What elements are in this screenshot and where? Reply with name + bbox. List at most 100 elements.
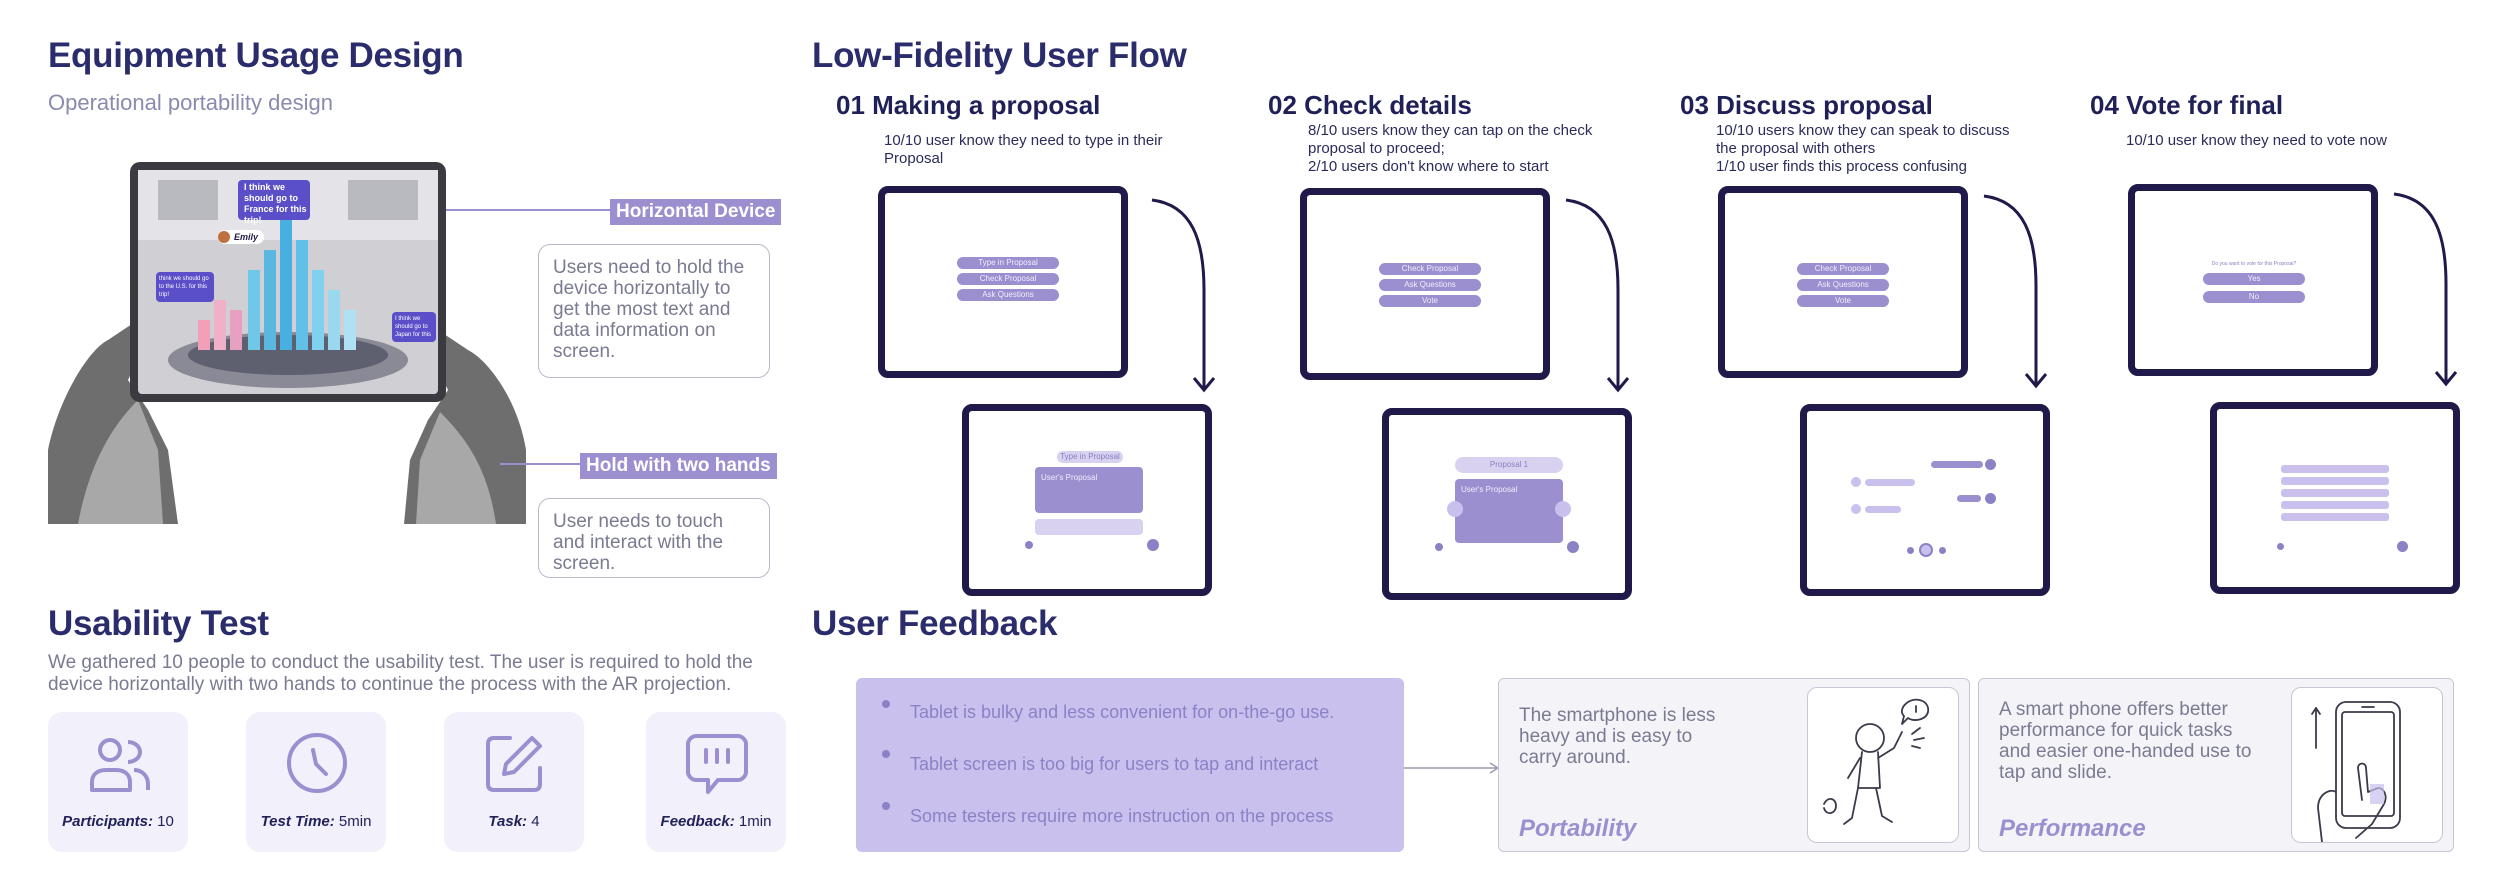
bullet [882, 700, 890, 708]
step-2-desc: 8/10 users know they can tap on the chec… [1308, 122, 1593, 175]
chat-bubble-left [1865, 479, 1915, 486]
status-dot [1435, 543, 1443, 551]
step-3-title: 03 Discuss proposal [1680, 90, 1933, 120]
avatar [1851, 477, 1861, 487]
card-title: Portability [1519, 815, 1637, 842]
stat-value: 4 [531, 813, 540, 830]
note-hands: User needs to touch and interact with th… [538, 498, 770, 578]
clock-icon [287, 733, 347, 793]
proposal-detail-card: User's Proposal [1455, 479, 1563, 543]
check-proposal-button-2[interactable]: Check Proposal [1379, 263, 1481, 275]
chat-bubble-left [1865, 506, 1901, 513]
stat-task: Task: 4 [444, 712, 584, 852]
result-bar [2281, 465, 2389, 473]
chat-bubble-right [1957, 495, 1981, 502]
card-title: Performance [1999, 815, 2146, 842]
stat-test-time: Test Time: 5min [246, 712, 386, 852]
feedback-arrow [1404, 762, 1500, 774]
step-4-desc: 10/10 user know they need to vote now [2126, 132, 2388, 149]
proposal-header: Type in Proposal [1057, 451, 1123, 463]
feedback-list: Tablet is bulky and less convenient for … [856, 678, 1404, 852]
equipment-subtitle: Operational portability design [48, 90, 333, 115]
mic-button[interactable] [1567, 541, 1579, 553]
status-dot [1907, 547, 1914, 554]
mic-button[interactable] [2397, 541, 2408, 552]
callout-lines [446, 209, 612, 465]
step-1-title: 01 Making a proposal [836, 90, 1101, 120]
stat-participants: Participants: 10 [48, 712, 188, 852]
result-bar [2281, 477, 2389, 485]
note-horizontal: Users need to hold the device horizontal… [538, 244, 770, 378]
avatar [1985, 459, 1996, 470]
photo-bubble-2: think we should go to the U.S. for this … [159, 276, 209, 298]
mic-button[interactable] [1147, 539, 1159, 551]
chat-bubble-right [1931, 461, 1983, 468]
step-2-title: 02 Check details [1268, 90, 1472, 120]
check-proposal-button-3[interactable]: Check Proposal [1797, 263, 1889, 275]
tag-two-hands: Hold with two hands [580, 453, 777, 479]
stat-label: Feedback: [660, 813, 735, 830]
step-3-screen-bottom [1800, 404, 2050, 596]
avatar [1851, 504, 1861, 514]
stat-value: 10 [157, 813, 174, 830]
flow-arrows [1151, 192, 2458, 393]
feedback-item: Tablet screen is too big for users to ta… [910, 754, 1319, 774]
edit-icon [486, 736, 542, 792]
vote-button-2[interactable]: Vote [1379, 295, 1481, 307]
step-2-screen-top: Check Proposal Ask Questions Vote [1300, 188, 1550, 380]
usability-title: Usability Test [48, 604, 269, 643]
phone-in-hand-illustration [2291, 687, 2443, 843]
ask-questions-button-2[interactable]: Ask Questions [1379, 279, 1481, 291]
ask-questions-button-3[interactable]: Ask Questions [1797, 279, 1889, 291]
vote-prompt: Do you want to vote for this Proposal? [2211, 261, 2297, 267]
step-1-desc: 10/10 user know they need to type in the… [884, 132, 1163, 167]
bullet [882, 802, 890, 810]
equipment-title: Equipment Usage Design [48, 36, 464, 75]
result-bar [2281, 489, 2389, 497]
status-dot [2277, 543, 2284, 550]
photo-bubble-1: I think we should go to France for this … [244, 182, 307, 225]
stat-label: Task: [488, 813, 528, 830]
next-arrow[interactable] [1555, 501, 1571, 517]
step-2-screen-bottom: Proposal 1 User's Proposal [1382, 408, 1632, 600]
users-icon [90, 738, 150, 792]
chat-icon [686, 734, 748, 794]
step-4-screen-bottom [2210, 402, 2460, 594]
type-in-proposal-button[interactable]: Type in Proposal [957, 257, 1059, 269]
photo-bubble-name: Emily [234, 232, 259, 242]
avatar [1985, 493, 1996, 504]
stat-feedback: Feedback: 1min [646, 712, 786, 852]
proposal-input[interactable] [1035, 519, 1143, 535]
vote-button-3[interactable]: Vote [1797, 295, 1889, 307]
proposal-card: User's Proposal [1035, 467, 1143, 513]
tablet-ar-photo: I think we should go to France for this … [48, 150, 526, 524]
stat-label: Test Time: [260, 813, 335, 830]
prev-arrow[interactable] [1447, 501, 1463, 517]
vote-yes-button[interactable]: Yes [2203, 273, 2305, 285]
stat-value: 5min [338, 813, 372, 830]
walking-person-illustration [1807, 687, 1959, 843]
result-bar [2281, 513, 2389, 521]
status-dot [1025, 541, 1033, 549]
step-3-screen-top: Check Proposal Ask Questions Vote [1718, 186, 1968, 378]
stat-value: 1min [738, 813, 772, 830]
mic-button[interactable] [1919, 543, 1933, 557]
stat-label: Participants: [62, 813, 153, 830]
step-1-screen-bottom: Type in Proposal User's Proposal [962, 404, 1212, 596]
status-dot [1939, 547, 1946, 554]
feedback-item: Tablet is bulky and less convenient for … [910, 702, 1335, 722]
ask-questions-button[interactable]: Ask Questions [957, 289, 1059, 301]
step-4-screen-top: Do you want to vote for this Proposal? Y… [2128, 184, 2378, 376]
check-proposal-button[interactable]: Check Proposal [957, 273, 1059, 285]
step-4-title: 04 Vote for final [2090, 90, 2284, 120]
feedback-title: User Feedback [812, 604, 1058, 643]
flow-title: Low-Fidelity User Flow [812, 36, 1187, 75]
proposal-1-header: Proposal 1 [1455, 457, 1563, 473]
step-3-desc: 10/10 users know they can speak to discu… [1716, 122, 2010, 175]
result-bar [2281, 501, 2389, 509]
vote-no-button[interactable]: No [2203, 291, 2305, 303]
